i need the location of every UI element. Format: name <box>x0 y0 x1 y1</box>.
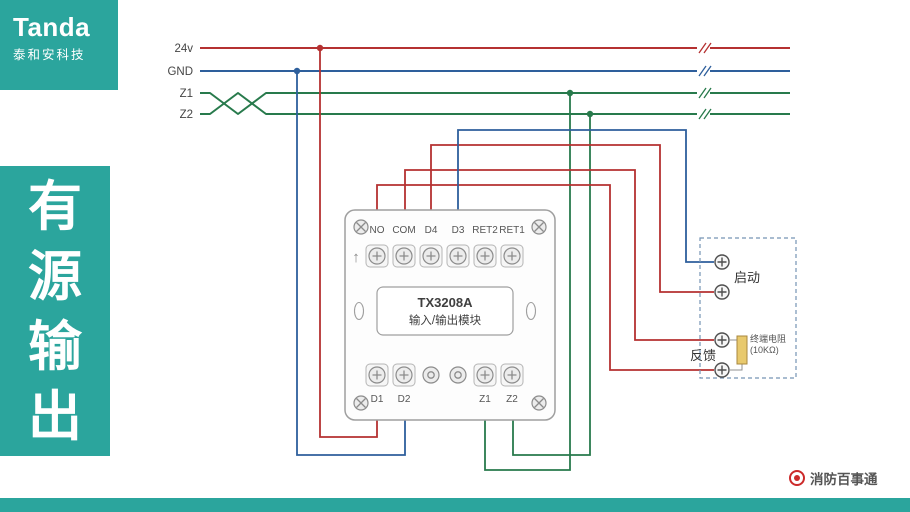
wire-z2-to-module <box>512 114 591 456</box>
terminal-label-d4: D4 <box>425 225 438 236</box>
bus-break-mark-24v <box>697 42 712 54</box>
terminal-resistor <box>736 335 748 365</box>
bus-break-mark-gnd <box>697 65 712 77</box>
module-model: TX3208A <box>418 295 474 310</box>
wire-gnd-to-d2 <box>296 71 406 456</box>
bus-label-24v: 24v <box>174 43 193 55</box>
bus-break-mark-z2 <box>697 108 712 120</box>
resistor-label: 终端电阻 <box>750 333 786 344</box>
terminal-screw-d2 <box>392 363 416 387</box>
banner-char: 有 <box>28 174 82 238</box>
footer-brand-text: 消防百事通 <box>810 472 878 487</box>
oval-slot <box>525 301 537 321</box>
brand-logo: Tanda 泰和安科技 <box>0 0 118 90</box>
terminal-screw-ret1 <box>500 244 524 268</box>
terminal-label-ret1: RET1 <box>499 225 525 236</box>
wire-z1-to-module <box>484 93 571 471</box>
device-dashed-border <box>699 237 797 379</box>
corner-screw <box>353 219 369 235</box>
wire-no-to-feedback <box>376 184 714 371</box>
terminal-label-no: NO <box>370 225 385 236</box>
terminal-label-d2: D2 <box>398 394 411 405</box>
terminal-screw-d3 <box>446 244 470 268</box>
device-terminal-feedback-1 <box>714 332 730 348</box>
bus-z1-line <box>200 92 790 115</box>
corner-screw <box>353 395 369 411</box>
wire-24v-to-d1 <box>319 48 378 438</box>
junction-dot-z1 <box>566 89 574 97</box>
terminal-screw-z1 <box>473 363 497 387</box>
banner-char: 出 <box>28 384 82 448</box>
device-terminal-start-2 <box>714 284 730 300</box>
terminal-label-com: COM <box>392 225 415 236</box>
device-terminal-start-1 <box>714 254 730 270</box>
terminal-label-d3: D3 <box>452 225 465 236</box>
module-type-name: 输入/输出模块 <box>409 313 482 327</box>
device-box: 启动 反馈 终端电阻 (10KΩ) <box>690 237 797 379</box>
bus-label-gnd: GND <box>167 66 193 78</box>
bus-break-mark-z1 <box>697 87 712 99</box>
terminal-screw-ret2 <box>473 244 497 268</box>
footer-brand: 消防百事通 <box>789 468 878 488</box>
junction-dot-gnd <box>293 67 301 75</box>
terminal-hole <box>449 366 467 384</box>
module-nameplate <box>376 286 514 336</box>
terminal-screw-d4 <box>419 244 443 268</box>
fire-service-logo-icon <box>789 470 805 486</box>
banner-char: 输 <box>28 314 82 378</box>
terminal-label-z1: Z1 <box>479 394 491 405</box>
orientation-arrow-icon: ↑ <box>352 249 360 266</box>
banner-char: 源 <box>28 244 82 308</box>
wire-d3-to-start <box>457 129 714 263</box>
terminal-label-z2: Z2 <box>506 394 518 405</box>
resistor-value: (10KΩ) <box>750 345 779 355</box>
io-module: NO COM D4 D3 RET2 RET1 ↑ <box>344 209 556 421</box>
oval-slot <box>353 301 365 321</box>
wire-com-to-feedback <box>404 169 714 341</box>
device-terminal-feedback-2 <box>714 362 730 378</box>
bus-z2-line <box>200 92 790 115</box>
bus-label-z2: Z2 <box>180 109 193 121</box>
corner-screw <box>531 219 547 235</box>
start-label: 启动 <box>734 270 760 285</box>
side-banner: 有 源 输 出 <box>0 166 110 456</box>
terminal-screw-no <box>365 244 389 268</box>
terminal-label-d1: D1 <box>371 394 384 405</box>
terminal-screw-z2 <box>500 363 524 387</box>
bottom-accent-bar <box>0 498 910 512</box>
junction-dot-z2 <box>586 110 594 118</box>
terminal-hole <box>422 366 440 384</box>
corner-screw <box>531 395 547 411</box>
feedback-label: 反馈 <box>690 348 716 363</box>
brand-tagline: 泰和安科技 <box>13 48 86 62</box>
terminal-label-ret2: RET2 <box>472 225 498 236</box>
brand-name: Tanda <box>13 12 91 42</box>
terminal-screw-com <box>392 244 416 268</box>
wire-d4-to-start <box>430 144 714 293</box>
terminal-screw-d1 <box>365 363 389 387</box>
junction-dot-24v <box>316 44 324 52</box>
bus-label-z1: Z1 <box>180 88 193 100</box>
